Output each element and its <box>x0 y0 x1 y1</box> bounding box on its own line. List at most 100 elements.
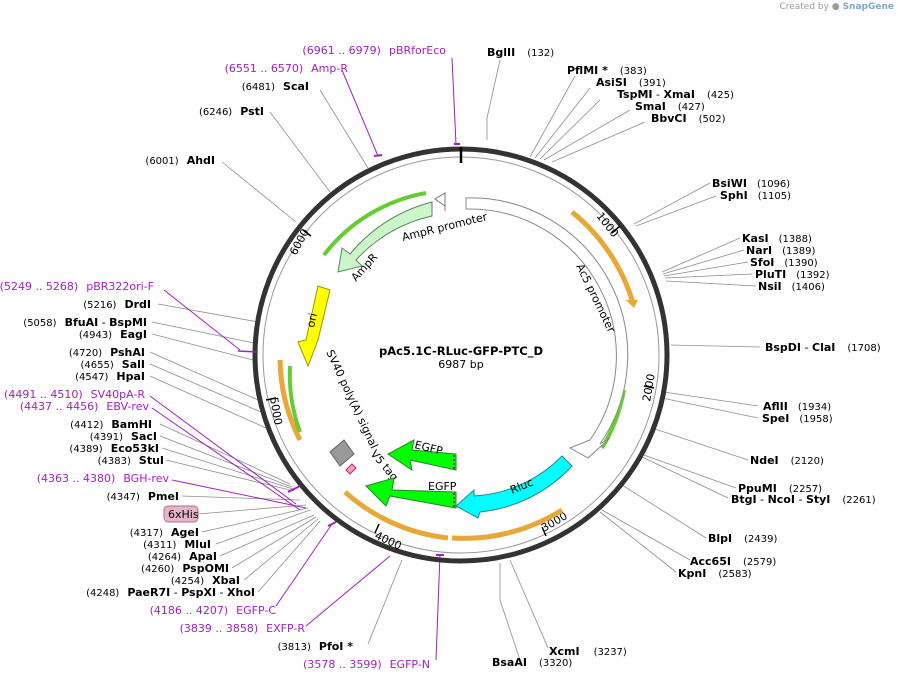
site-btgi-ncoi-styi: BtgI - NcoI - StyI(2261) <box>731 493 876 506</box>
primer-line-pbrforeco <box>451 57 457 145</box>
leader-agei <box>201 507 309 533</box>
marker-ampr <box>373 154 383 157</box>
leader-blpi <box>621 484 707 539</box>
feature-label-egfp-2: EGFP <box>428 480 457 493</box>
primer-line-pbr322ori <box>163 289 241 351</box>
leader-hpai <box>149 375 267 429</box>
feature-rluc <box>455 455 573 519</box>
credit-prefix: Created by <box>779 2 829 12</box>
site-bspdi-clai: BspDI - ClaI(1708) <box>765 341 881 354</box>
site-apai: (4264)ApaI <box>148 550 217 563</box>
marker-pbr322ori <box>237 350 259 353</box>
site-scai: (6481)ScaI <box>242 80 309 93</box>
primer-sv40pa: (4491 .. 4510)SV40pA-R <box>4 388 145 401</box>
leader-acc65i <box>601 509 691 561</box>
primer-pbr322ori: (5249 .. 5268)pBR322ori-F <box>0 280 154 293</box>
site-xbai: (4254)XbaI <box>171 574 240 587</box>
tick-5000 <box>265 397 277 401</box>
leader-styi <box>639 455 729 499</box>
site-asisi: AsiSI(391) <box>596 76 666 89</box>
tick-2000 <box>643 385 655 389</box>
feature-sv40-polya <box>329 439 355 467</box>
site-sphi: SphI(1105) <box>720 189 791 202</box>
primer-bgh: (4363 .. 4380)BGH-rev <box>37 472 170 485</box>
site-kasi: KasI(1388) <box>742 232 812 245</box>
leader-pspomi <box>231 516 317 569</box>
leader-bamhi <box>159 423 291 485</box>
site-bsaai: BsaAI(3320) <box>492 656 572 669</box>
site-ndei: NdeI(2120) <box>750 454 824 467</box>
primer-line-ebv <box>151 407 301 511</box>
leader-bsaai <box>499 563 521 661</box>
snapgene-credit: Created by ● SnapGene <box>779 2 894 12</box>
ring-markers <box>237 143 460 556</box>
feature-label-ori: ori <box>304 312 320 329</box>
left-leader-lines <box>149 89 403 645</box>
tick-6000 <box>302 229 312 237</box>
site-bamhi: (4412)BamHI <box>70 418 152 431</box>
feature-egfp-2 <box>365 477 457 509</box>
leader-kasi <box>661 237 741 273</box>
leader-ndei <box>651 427 749 461</box>
leader-pflmi <box>529 75 576 158</box>
right-site-labels: BglII(132) PflMI *(383) AsiSI(391) TspMI… <box>487 46 881 669</box>
leader-pluti <box>664 273 753 279</box>
leader-spei <box>661 397 759 419</box>
site-ppumi: PpuMI(2257) <box>738 482 822 495</box>
site-eagi: (4943)EagI <box>79 328 147 341</box>
snapgene-logo-icon: ● <box>831 2 840 12</box>
primer-ampr: (6551 .. 6570)Amp-R <box>225 62 349 75</box>
site-psti: (6246)PstI <box>199 105 264 118</box>
feature-ampr <box>337 201 433 273</box>
primer-line-ampr <box>341 69 379 157</box>
leader-ppumi <box>640 453 737 489</box>
leader-6xhis <box>197 504 307 515</box>
orf-arc-3 <box>451 507 564 541</box>
site-pshai: (4720)PshAI <box>69 346 145 359</box>
leader-drdi <box>157 303 259 323</box>
marker-egfpc <box>327 521 337 527</box>
leader-bspmi <box>151 321 255 344</box>
site-ahdi: (6001)AhdI <box>145 154 215 167</box>
leader-eagi <box>151 333 254 361</box>
site-tspmi-xmai: TspMI - XmaI(425) <box>617 88 734 101</box>
orf-arc-4 <box>343 490 449 541</box>
tick-4000 <box>374 523 380 534</box>
primer-line-bgh <box>171 479 307 509</box>
plasmid-name: pAc5.1C-RLuc-GFP-PTC_D <box>379 344 543 359</box>
primer-line-sv40pa <box>149 395 297 505</box>
site-mlui: (4311)MluI <box>143 538 211 551</box>
orf-arc-1-arrow <box>626 300 638 308</box>
leader-nari <box>662 249 745 275</box>
feature-label-sv40-polya: SV40 poly(A) signal <box>323 348 380 451</box>
leader-xbai <box>243 518 319 581</box>
site-pspomi: (4260)PspOMI <box>141 562 229 575</box>
site-pflmi: PflMI *(383) <box>567 64 647 77</box>
leader-xhoi <box>257 520 321 593</box>
left-site-labels: (6481)ScaI (6246)PstI (6001)AhdI (5216)D… <box>23 80 353 653</box>
green-orf-arcs <box>287 191 626 450</box>
site-aflii: AflII(1934) <box>763 400 831 413</box>
primer-labels: (6961 .. 6979)pBRforEco (6551 .. 6570)Am… <box>0 44 446 671</box>
leader-saci <box>159 435 293 488</box>
leader-nsii <box>665 280 757 287</box>
site-smai: SmaI(427) <box>635 100 705 113</box>
primer-line-egfpc <box>275 523 333 607</box>
leader-xmai <box>539 99 601 160</box>
site-paer7i-pspxi-xhoi: (4248)PaeR7I - PspXI - XhoI <box>86 586 255 599</box>
feature-ampr-promoter <box>434 192 446 211</box>
leader-pshai <box>149 351 259 401</box>
leader-sfoi <box>663 261 749 277</box>
right-leader-lines <box>486 59 761 661</box>
site-xcmi: XcmI(3237) <box>549 645 627 658</box>
primer-exfpr: (3839 .. 3858)EXFP-R <box>180 622 306 635</box>
leader-pfoi <box>367 559 403 645</box>
primer-ebv: (4437 .. 4456)EBV-rev <box>20 400 150 413</box>
site-acc65i: Acc65I(2579) <box>690 555 776 568</box>
site-eco53ki: (4389)Eco53kI <box>69 442 159 455</box>
leader-bbvci <box>551 121 646 163</box>
site-pmei: (4347)PmeI <box>107 490 179 503</box>
green-arc-1 <box>322 191 427 257</box>
leader-sali <box>149 363 262 413</box>
feature-ori <box>297 285 331 368</box>
